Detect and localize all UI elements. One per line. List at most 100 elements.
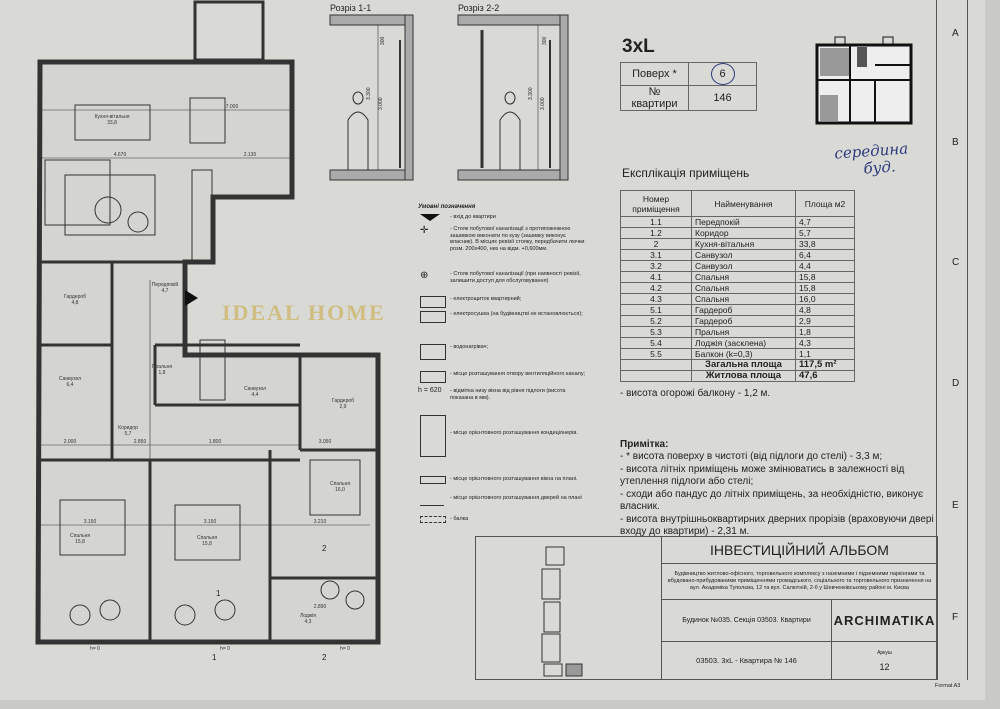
frame-rail	[936, 0, 968, 680]
legend-item: - місце орієнтовного розташування кондиц…	[450, 430, 578, 436]
notes: - висота огорожі балкону - 1,2 м. Приміт…	[620, 388, 950, 539]
room-area: 2,9	[795, 315, 855, 327]
room-name: Гардероб	[691, 315, 796, 327]
air-conditioner-icon	[420, 415, 446, 457]
dimension: 300	[380, 36, 386, 45]
key-plan	[815, 36, 913, 125]
section-key-plan	[541, 546, 583, 677]
room-number: 4.3	[620, 293, 692, 305]
window-mark: h= 0	[220, 646, 230, 652]
room-number: 4.2	[620, 282, 692, 294]
room-area: 2,9	[340, 404, 347, 410]
dimension: 3.000	[378, 97, 384, 110]
building-label: Будинок №035. Секція 03503. Квартири	[661, 599, 831, 641]
note-item: - висота літніх приміщень може змінювати…	[620, 463, 905, 488]
note-item: - сходи або пандус до літніх приміщень, …	[620, 488, 924, 513]
living-area-value: 47,6	[795, 370, 855, 382]
legend-item: - електрощиток квартирний;	[450, 296, 522, 302]
room-number: 5.4	[620, 337, 692, 349]
room-area: 4,8	[795, 304, 855, 316]
room-number: 4.1	[620, 271, 692, 283]
section-1-title: Розріз 1-1	[330, 3, 371, 13]
entrance-arrow-icon	[185, 290, 198, 306]
room-area: 4,4	[795, 260, 855, 272]
room-number: 5.2	[620, 315, 692, 327]
frame-letter: C	[952, 257, 960, 268]
dimension: 3.000	[540, 97, 546, 110]
section-mark: 1	[212, 653, 217, 662]
column-header: Площа м2	[795, 190, 855, 217]
door-icon	[420, 495, 444, 506]
room-area: 4,8	[72, 300, 79, 306]
room-area: 16,0	[795, 293, 855, 305]
sheet-format: Format A3	[935, 683, 961, 689]
dimension: 1.800	[209, 439, 222, 445]
total-area-label: Загальна площа	[691, 359, 796, 371]
room-name: Передпокій	[691, 216, 796, 228]
dimension: 3.210	[314, 519, 327, 525]
room-label: Санвузол	[244, 386, 266, 392]
entrance-icon	[420, 214, 440, 221]
apartment-number-value: 146	[688, 85, 757, 111]
room-name: Спальня	[691, 293, 796, 305]
room-label: Гардероб	[332, 398, 354, 404]
room-area: 1,8	[795, 326, 855, 338]
section-mark: 1	[216, 589, 221, 598]
interior-walls	[40, 260, 378, 642]
room-label: Коридор	[118, 425, 138, 431]
dimension: 4.670	[114, 152, 127, 158]
column-header: Найменування	[691, 190, 796, 217]
project-description: Будівництво житлово-офісного, торговельн…	[661, 563, 937, 599]
electrical-panel-icon	[420, 296, 446, 308]
drawing-sheet: Кухня-вітальня 33,8 Гардероб 4,8 Передпо…	[0, 0, 985, 700]
floor-plan: Кухня-вітальня 33,8 Гардероб 4,8 Передпо…	[35, 0, 381, 662]
frame-letter: E	[952, 500, 959, 511]
room-number: 2	[620, 238, 692, 250]
room-name: Пральня	[691, 326, 796, 338]
title-block: ІНВЕСТИЦІЙНИЙ АЛЬБОМ Будівництво житлово…	[475, 536, 938, 680]
room-area: 15,8	[202, 541, 212, 547]
room-label: Передпокій	[152, 281, 179, 288]
watermark: IDEAL HOME	[222, 300, 386, 325]
section-mark: 2	[322, 653, 327, 662]
legend-item: - Стояк побутової каналізації (при наявн…	[450, 271, 581, 284]
room-name: Санвузол	[691, 249, 796, 261]
room-label: Спальня	[330, 481, 350, 487]
room-area: 4,7	[162, 288, 169, 294]
section-1	[329, 14, 414, 181]
sections: Розріз 1-1 Розріз 2-2 3.300 3.000 300 3.…	[329, 3, 569, 181]
room-number: 1.2	[620, 227, 692, 239]
dimension: 2.890	[314, 604, 327, 610]
explication-title: Експлікація приміщень	[622, 166, 750, 180]
beam-icon	[420, 516, 446, 523]
dryer-icon	[420, 311, 446, 323]
legend-item: - вхід до квартири	[450, 214, 496, 220]
room-area: 6,4	[67, 382, 74, 388]
legend-item: - місце розташування отвору вентиляційно…	[450, 371, 586, 377]
room-name: Балкон (k=0,3)	[691, 348, 796, 360]
window-mark: h= 0	[90, 646, 100, 652]
balcony	[193, 0, 265, 62]
room-area: 6,4	[795, 249, 855, 261]
room-label: Санвузол	[59, 376, 81, 382]
room-area: 4,3	[795, 337, 855, 349]
room-name: Кухня-вітальня	[691, 238, 796, 250]
room-number: 3.2	[620, 260, 692, 272]
room-area: 1,1	[795, 348, 855, 360]
room-area: 5,7	[795, 227, 855, 239]
frame-letter: F	[952, 612, 959, 623]
room-area: 5,7	[125, 431, 132, 437]
room-area: 15,8	[795, 271, 855, 283]
column-header: Номер приміщення	[620, 190, 692, 217]
room-area: 15,8	[795, 282, 855, 294]
room-number: 5.3	[620, 326, 692, 338]
room-name: Санвузол	[691, 260, 796, 272]
